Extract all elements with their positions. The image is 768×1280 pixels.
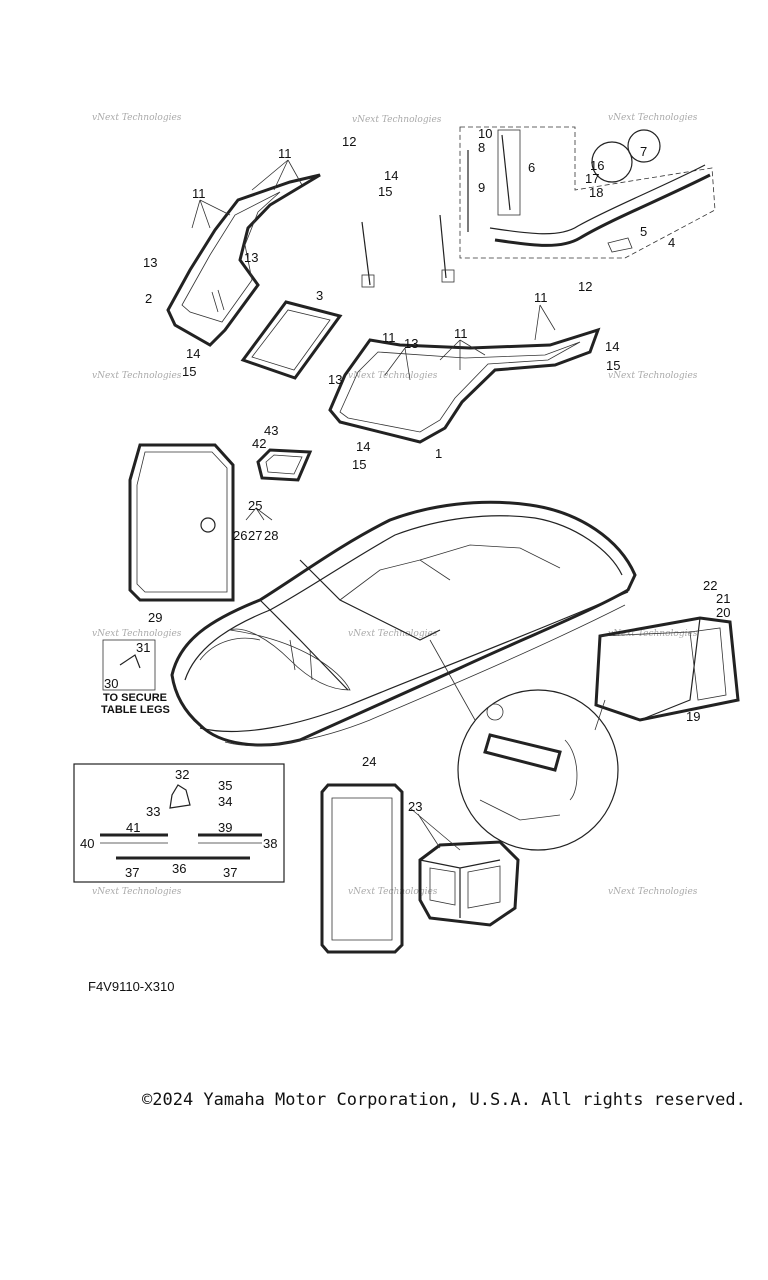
callout-14: 14 — [384, 168, 398, 183]
callout-25: 25 — [248, 498, 262, 513]
watermark: vNext Technologies — [92, 371, 182, 381]
callout-11: 11 — [534, 290, 548, 305]
callout-18: 18 — [589, 185, 603, 200]
center-windshield — [240, 300, 343, 380]
watermark: vNext Technologies — [92, 887, 182, 897]
callout-43: 43 — [264, 423, 278, 438]
inset-detail — [459, 126, 716, 259]
watermarks: vNext Technologies vNext Technologies vN… — [92, 113, 698, 897]
callout-1: 1 — [435, 446, 442, 461]
callout-13: 13 — [328, 372, 342, 387]
callout-13: 13 — [143, 255, 157, 270]
callout-17: 17 — [585, 171, 599, 186]
callout-37: 37 — [125, 865, 139, 880]
note-line-2: TABLE LEGS — [101, 704, 170, 716]
callout-8: 8 — [478, 140, 485, 155]
callout-27: 27 — [248, 528, 262, 543]
parts-diagram: vNext Technologies vNext Technologies vN… — [73, 113, 740, 954]
callout-26: 26 — [233, 528, 247, 543]
struts — [361, 214, 455, 288]
copyright-notice: ©2024 Yamaha Motor Corporation, U.S.A. A… — [142, 1090, 746, 1110]
callout-15: 15 — [182, 364, 196, 379]
callout-19: 19 — [686, 709, 700, 724]
callout-20: 20 — [716, 605, 730, 620]
diagram-code: F4V9110-X310 — [88, 979, 175, 994]
callout-16: 16 — [590, 158, 604, 173]
callout-10: 10 — [478, 126, 492, 141]
callout-14: 14 — [605, 339, 619, 354]
hatch-lid — [256, 448, 313, 482]
watermark: vNext Technologies — [348, 371, 438, 381]
callout-37: 37 — [223, 865, 237, 880]
leader-lines — [191, 159, 556, 851]
callouts: 1 2 3 4 5 6 7 8 9 10 11 11 11 11 11 12 1… — [80, 126, 730, 880]
callout-21: 21 — [716, 591, 730, 606]
watermark: vNext Technologies — [608, 371, 698, 381]
callout-38: 38 — [263, 836, 277, 851]
callout-24: 24 — [362, 754, 376, 769]
callout-15: 15 — [606, 358, 620, 373]
callout-23: 23 — [408, 799, 422, 814]
callout-29: 29 — [148, 610, 162, 625]
watermark: vNext Technologies — [348, 629, 438, 639]
callout-15: 15 — [378, 184, 392, 199]
callout-13: 13 — [244, 250, 258, 265]
callout-35: 35 — [218, 778, 232, 793]
callout-11: 11 — [382, 330, 396, 345]
callout-33: 33 — [146, 804, 160, 819]
right-windshield — [328, 327, 601, 444]
watermark: vNext Technologies — [348, 887, 438, 897]
callout-11: 11 — [454, 326, 468, 341]
callout-39: 39 — [218, 820, 232, 835]
callout-14: 14 — [356, 439, 370, 454]
callout-6: 6 — [528, 160, 535, 175]
watermark: vNext Technologies — [92, 629, 182, 639]
callout-31: 31 — [136, 640, 150, 655]
watermark: vNext Technologies — [92, 113, 182, 123]
callout-30: 30 — [104, 676, 118, 691]
table-detail-box — [73, 763, 285, 883]
left-windshield — [166, 173, 321, 347]
callout-13: 13 — [404, 336, 418, 351]
callout-36: 36 — [172, 861, 186, 876]
callout-11: 11 — [278, 146, 292, 161]
callout-11: 11 — [192, 186, 206, 201]
callout-2: 2 — [145, 291, 152, 306]
watermark: vNext Technologies — [608, 887, 698, 897]
door-panel — [128, 443, 235, 602]
note-line-1: TO SECURE — [103, 692, 167, 704]
callout-34: 34 — [218, 794, 232, 809]
callout-41: 41 — [126, 820, 140, 835]
watermark: vNext Technologies — [608, 113, 698, 123]
callout-22: 22 — [703, 578, 717, 593]
cabinet — [418, 840, 520, 927]
callout-28: 28 — [264, 528, 278, 543]
callout-12: 12 — [578, 279, 592, 294]
legs-inset: TO SECURE TABLE LEGS — [101, 639, 170, 716]
callout-3: 3 — [316, 288, 323, 303]
boat-hull — [170, 500, 637, 747]
zoom-detail — [429, 639, 619, 851]
callout-14: 14 — [186, 346, 200, 361]
storage-box — [594, 616, 740, 722]
callout-7: 7 — [640, 144, 647, 159]
callout-40: 40 — [80, 836, 94, 851]
callout-32: 32 — [175, 767, 189, 782]
watermark: vNext Technologies — [352, 115, 442, 125]
hatch-frame — [320, 783, 404, 954]
callout-4: 4 — [668, 235, 675, 250]
callout-9: 9 — [478, 180, 485, 195]
callout-15: 15 — [352, 457, 366, 472]
callout-12: 12 — [342, 134, 356, 149]
callout-5: 5 — [640, 224, 647, 239]
callout-42: 42 — [252, 436, 266, 451]
